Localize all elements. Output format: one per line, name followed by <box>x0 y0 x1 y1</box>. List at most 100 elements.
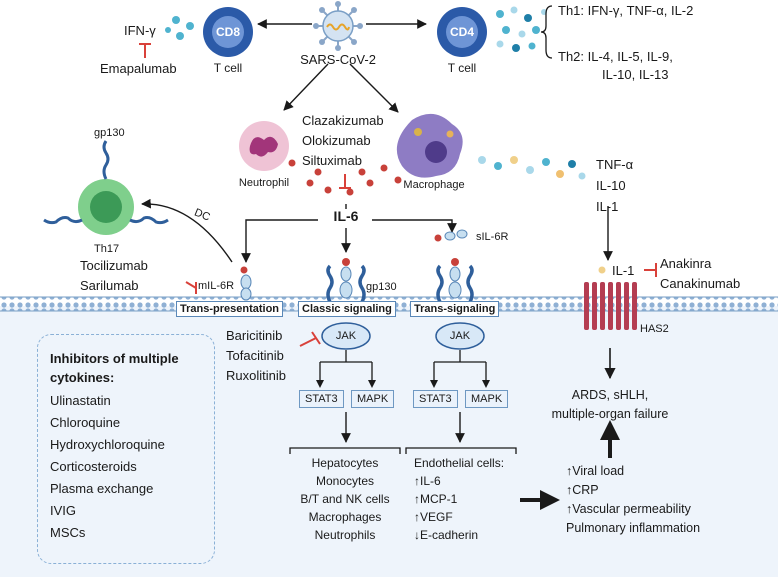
classic-target: Macrophages <box>308 510 382 524</box>
endothelial-list: Endothelial cells: ↑IL-6 ↑MCP-1 ↑VEGF ↓E… <box>414 454 504 544</box>
endothelial-item: ↑MCP-1 <box>414 492 458 506</box>
arrow-trans-presentation <box>241 219 318 263</box>
dc-arrow <box>141 198 233 263</box>
il6-dots <box>288 159 402 196</box>
cd4-t-cell-label: T cell <box>447 61 477 75</box>
classic-target: Monocytes <box>315 474 375 488</box>
endothelial-item: Endothelial cells: <box>414 456 505 470</box>
il1-receptor-icon <box>584 282 637 330</box>
th17-cell-icon <box>43 140 169 235</box>
th2-label-line1: Th2: IL-4, IL-5, IL-9, <box>558 49 673 64</box>
inhibitor-item: Chloroquine <box>50 415 121 430</box>
stat3-classic-box: STAT3 <box>299 390 344 408</box>
gp130-mid-label: gp130 <box>366 281 397 293</box>
multi-cytokine-inhibitors-box <box>37 334 215 564</box>
jak-trans-label: JAK <box>449 330 471 342</box>
inhibitor-item: Plasma exchange <box>50 481 154 496</box>
mil6r-receptor-icon <box>240 266 252 301</box>
jak-inhibitor-list: Baricitinib Tofacitinib Ruxolitinib <box>226 326 286 386</box>
inhibitor-item: IVIG <box>50 503 77 518</box>
cd4-cytokine-dots <box>496 6 547 52</box>
il1-drug: Canakinumab <box>660 276 741 291</box>
emapalumab-inhibit-icon <box>139 43 151 58</box>
macrophage-cytokine: IL-1 <box>596 199 619 214</box>
brace <box>540 5 553 59</box>
il1-inhibit-icon <box>644 263 657 277</box>
cd8-label: CD8 <box>215 25 241 39</box>
cd4-t-cell-icon <box>437 7 487 57</box>
classic-target: Neutrophils <box>314 528 376 542</box>
ifn-gamma-dots <box>165 16 194 40</box>
clinical-item: Pulmonary inflammation <box>566 521 701 535</box>
il6r-drug: Tocilizumab <box>80 258 148 273</box>
il6r-drug-list: Tocilizumab Sarilumab <box>80 256 148 296</box>
il6r-drug: Sarilumab <box>80 278 139 293</box>
clinical-list: ↑Viral load ↑CRP ↑Vascular permeability … <box>566 462 700 538</box>
classic-receptor-icon <box>326 258 366 303</box>
jak-inhibit-icon <box>299 331 321 347</box>
inhibitor-item: Hydroxychloroquine <box>50 437 165 452</box>
th1-label: Th1: IFN-γ, TNF-α, IL-2 <box>558 3 694 18</box>
virus-label: SARS-CoV-2 <box>300 52 376 67</box>
neutrophil-icon <box>239 121 289 171</box>
macrophage-label: Macrophage <box>403 179 465 191</box>
jak-classic-oval <box>321 322 371 350</box>
jak-trans-oval <box>435 322 485 350</box>
trans-signaling-receptor-icon <box>436 258 474 303</box>
inhibitor-item: Ulinastatin <box>50 393 111 408</box>
virus-icon <box>313 1 363 51</box>
macrophage-cytokine: IL-10 <box>596 178 626 193</box>
sil6r-label: sIL-6R <box>476 231 509 243</box>
ards-list: ARDS, sHLH, multiple-organ failure <box>550 386 670 424</box>
anti-il6-drug: Clazakizumab <box>302 113 384 128</box>
anti-il6-drug: Olokizumab <box>302 133 371 148</box>
has2-label: HAS2 <box>640 323 669 335</box>
jak-inhibitor: Baricitinib <box>226 328 283 343</box>
inhibitors-title-line1: Inhibitors of multiple <box>50 351 179 366</box>
endothelial-item: ↑IL-6 <box>414 474 441 488</box>
tocilizumab-inhibit-icon <box>185 281 197 294</box>
arrow-trans-signaling <box>372 219 457 233</box>
inhibitors-title-line2: cytokines: <box>50 370 115 385</box>
jak-inhibitor: Ruxolitinib <box>226 368 286 383</box>
cd8-t-cell-label: T cell <box>213 61 243 75</box>
macrophage-icon <box>396 113 463 178</box>
th17-label: Th17 <box>94 243 120 255</box>
cd4-label: CD4 <box>449 25 475 39</box>
arrow-to-macrophage <box>349 63 399 113</box>
inhibitors-list: Inhibitors of multiple cytokines: Ulinas… <box>50 349 179 544</box>
stat3-trans-box: STAT3 <box>413 390 458 408</box>
trans-presentation-label: Trans-presentation <box>176 301 284 317</box>
inhibitor-item: Corticosteroids <box>50 459 137 474</box>
macrophage-cytokine: TNF-α <box>596 157 634 172</box>
endothelial-item: ↓E-cadherin <box>414 528 479 542</box>
neutrophil-label: Neutrophil <box>238 177 290 189</box>
ards-line: ARDS, sHLH, <box>571 388 649 402</box>
mapk-classic-box: MAPK <box>351 390 395 408</box>
th2-label-line2: IL-10, IL-13 <box>602 67 669 82</box>
gp130-top-label: gp130 <box>94 127 125 139</box>
cytoplasm <box>0 306 778 577</box>
anti-il6-inhibit-icon <box>339 174 351 189</box>
anti-il6-drug: Siltuximab <box>302 153 362 168</box>
il1-drug-list: Anakinra Canakinumab <box>660 254 740 294</box>
macrophage-cytokine-dots <box>478 156 586 180</box>
jak-inhibitor: Tofacitinib <box>226 348 284 363</box>
sil6r-icon <box>434 229 468 242</box>
inhibitor-item: MSCs <box>50 525 86 540</box>
clinical-item: ↑Viral load <box>566 464 625 478</box>
endothelial-item: ↑VEGF <box>414 510 453 524</box>
il1-dot <box>598 266 606 274</box>
jak-classic-label: JAK <box>335 330 357 342</box>
classic-targets-list: Hepatocytes Monocytes B/T and NK cells M… <box>292 454 398 544</box>
trans-signaling-label: Trans-signaling <box>410 301 500 317</box>
il1-label: IL-1 <box>612 263 635 278</box>
arrow-to-neutrophil <box>283 63 329 111</box>
anti-il6-drug-list: Clazakizumab Olokizumab Siltuximab <box>302 111 384 171</box>
mapk-trans-box: MAPK <box>465 390 509 408</box>
il6-label: IL-6 <box>329 209 363 223</box>
ards-line: multiple-organ failure <box>551 407 669 421</box>
emapalumab-label: Emapalumab <box>100 61 177 76</box>
